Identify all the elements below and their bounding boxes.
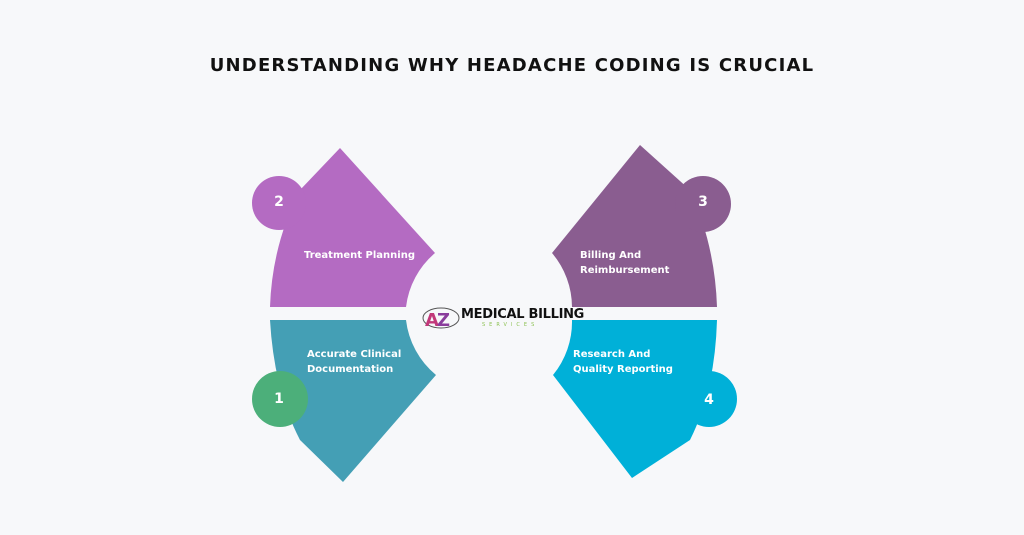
segment-treatment-planning — [270, 148, 435, 307]
step-label-2: Treatment Planning — [304, 250, 415, 261]
page-title: UNDERSTANDING WHY HEADACHE CODING IS CRU… — [209, 55, 815, 76]
step-number-1: 1 — [274, 391, 284, 407]
svg-text:A: A — [425, 310, 439, 331]
svg-text:Z: Z — [437, 310, 450, 331]
step-number-4: 4 — [704, 392, 714, 408]
step-number-3: 3 — [698, 194, 708, 210]
logo-text: MEDICAL BILLING — [461, 307, 585, 322]
badge-1 — [252, 371, 308, 427]
segment-accurate-clinical-documentation — [270, 320, 436, 482]
badge-2 — [252, 176, 306, 230]
logo-subtext: SERVICES — [482, 322, 539, 328]
badge-4 — [681, 371, 737, 427]
badge-3 — [675, 176, 731, 232]
logo-mark: A Z — [422, 307, 460, 331]
step-number-2: 2 — [274, 194, 284, 210]
segment-billing-reimbursement — [552, 145, 717, 307]
segment-research-quality — [553, 320, 717, 478]
